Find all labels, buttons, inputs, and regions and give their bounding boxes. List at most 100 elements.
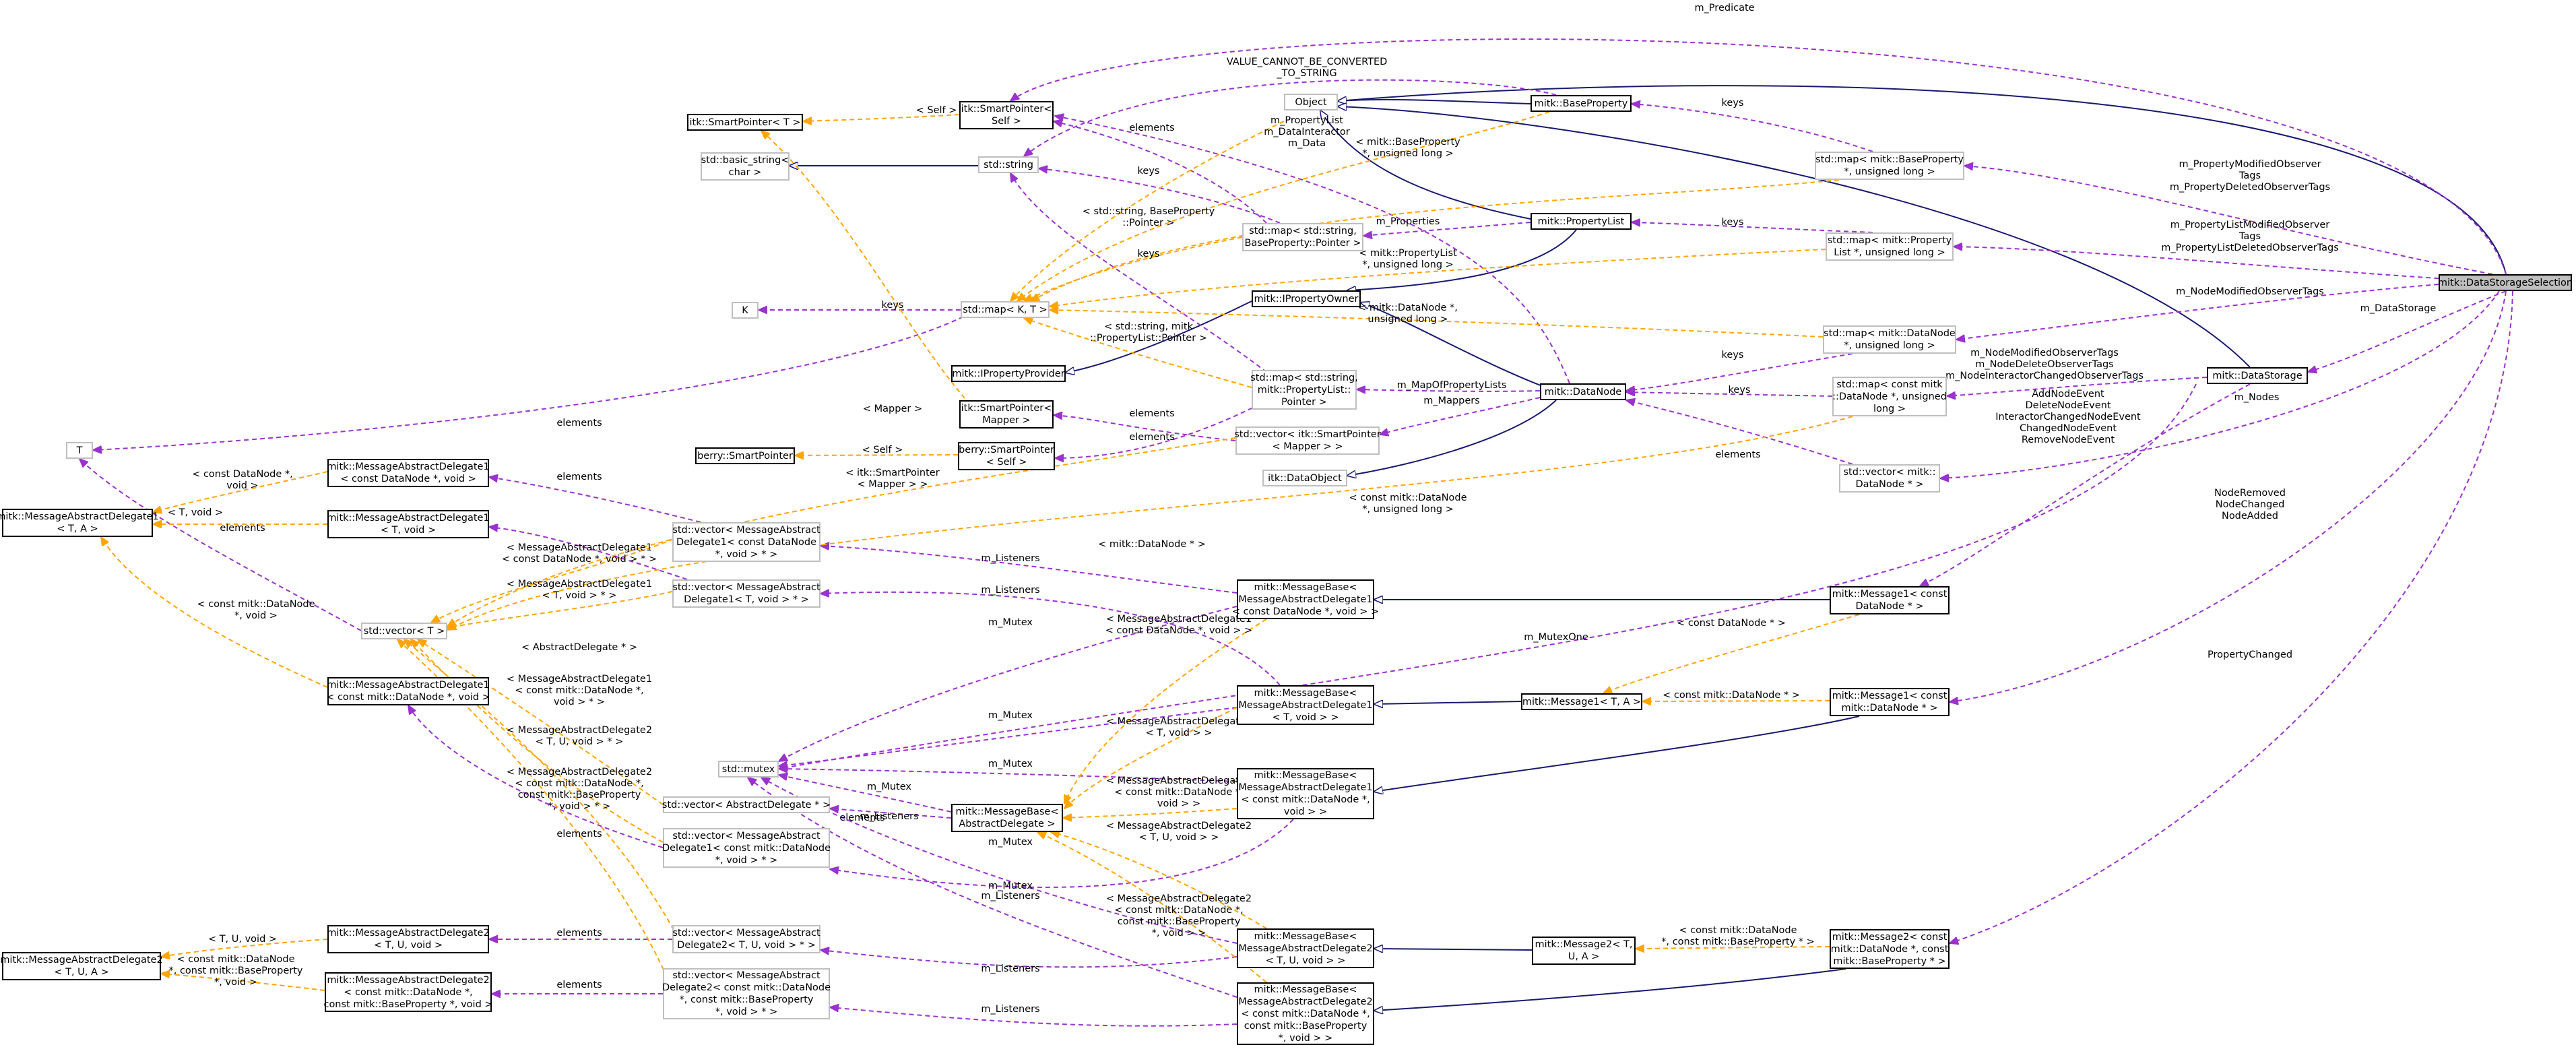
label-self-2: < Self >	[862, 445, 903, 455]
template-node-messageabstractdelegate2-t-u-a[interactable]: mitk::MessageAbstractDelegate2 < T, U, A…	[0, 952, 163, 980]
template-node-vector-abstractdelegate[interactable]: std::vector< AbstractDelegate * >	[662, 796, 831, 813]
template-node-message1-const-datanode[interactable]: mitk::Message1< const DataNode * >	[1830, 586, 1950, 614]
label-elements-1: elements	[1129, 123, 1174, 133]
label-m-nodemod: m_NodeModifiedObserverTags	[2176, 286, 2324, 297]
label-m-mutex-3: m_Mutex	[988, 759, 1033, 769]
edge-vec-t-mad1-tv	[447, 591, 673, 628]
edge-vec-mad2-cdn-bp-mb	[830, 1007, 1237, 1027]
edge-mb-ad-mb-mad1-cdn	[1064, 619, 1267, 804]
template-node-vector-mad1-const-datanode[interactable]: std::vector< MessageAbstract Delegate1< …	[672, 522, 820, 562]
label-t-baseprop-ul: < mitk::BaseProperty*, unsigned long >	[1355, 137, 1460, 159]
label-t-str-proplist: < std::string, mitk::PropertyList::Point…	[1090, 321, 1207, 344]
label-t-cdn-bp-v: < const mitk::DataNode*, const mitk::Bas…	[168, 954, 302, 988]
template-node-messageabstractdelegate2-t-u-void[interactable]: mitk::MessageAbstractDelegate2 < T, U, v…	[327, 925, 490, 953]
template-node-vector-smartpointer-mapper[interactable]: std::vector< itk::SmartPointer < Mapper …	[1234, 426, 1381, 455]
template-node-std-map-k-t[interactable]: std::map< K, T >	[961, 301, 1050, 318]
label-m-listeners-5: m_Listeners	[981, 963, 1039, 974]
label-value-cannot: VALUE_CANNOT_BE_CONVERTED_TO_STRING	[1227, 57, 1388, 79]
class-node-baseproperty[interactable]: mitk::BaseProperty	[1531, 95, 1632, 112]
template-node-message1-const-mitk-datanode[interactable]: mitk::Message1< const mitk::DataNode * >	[1830, 688, 1950, 716]
template-node-messagebase-mad2-t-u-void[interactable]: mitk::MessageBase< MessageAbstractDelega…	[1237, 928, 1374, 968]
edge-vec-mad1-cmdn-mb	[830, 819, 1294, 888]
template-node-vector-mad2-datanode-baseproperty[interactable]: std::vector< MessageAbstract Delegate2< …	[662, 968, 831, 1019]
label-t-mad1-tv: < MessageAbstractDelegate1< T, void > * …	[507, 579, 652, 601]
edge-map-proplist-ul-dss	[1954, 247, 2480, 282]
template-node-vector-mad2-t-u-void[interactable]: std::vector< MessageAbstract Delegate2< …	[672, 925, 820, 953]
template-node-message1-t-a[interactable]: mitk::Message1< T, A >	[1521, 693, 1642, 710]
class-node-datastorage[interactable]: mitk::DataStorage	[2207, 367, 2308, 384]
class-node-std-string[interactable]: std::string	[978, 156, 1039, 173]
label-elements-10: elements	[556, 928, 602, 939]
label-keys-7: keys	[1729, 385, 1751, 395]
class-node-datastorageselection[interactable]: mitk::DataStorageSelection	[2438, 274, 2573, 291]
edge-t-stdmap	[93, 316, 964, 450]
template-node-berry-smartpointer[interactable]: berry::SmartPointer	[695, 447, 795, 464]
class-node-datanode[interactable]: mitk::DataNode	[1540, 383, 1626, 400]
edge-mutex-ds	[779, 383, 2197, 769]
edge-baseprop-map-baseprop-ul	[1632, 104, 1873, 152]
label-t-mad1-cmdn-v: < MessageAbstractDelegate1< const mitk::…	[507, 674, 652, 707]
edge-stdstring-map-str-proplist	[1010, 173, 1274, 378]
template-node-map-propertylist-ulong[interactable]: std::map< mitk::Property List *, unsigne…	[1826, 232, 1954, 261]
edge-itksp-mapper-vec	[1054, 415, 1236, 441]
edge-value-cannot	[1024, 79, 1557, 156]
template-node-messagebase-mad1-t-void[interactable]: mitk::MessageBase< MessageAbstractDelega…	[1237, 685, 1374, 725]
label-t-tv1: < T, void >	[168, 507, 223, 518]
template-node-message2-t-u-a[interactable]: mitk::Message2< T, U, A >	[1532, 937, 1636, 965]
edge-mutex-mb-ad	[779, 775, 952, 813]
edge-mutex-mb-mad1-cmdn	[779, 769, 1237, 782]
template-node-itk-smartpointer-self[interactable]: itk::SmartPointer< Self >	[959, 101, 1054, 129]
template-node-map-datanode-ulong[interactable]: std::map< mitk::DataNode *, unsigned lon…	[1823, 325, 1956, 354]
template-node-messageabstractdelegate1-t-a[interactable]: mitk::MessageAbstractDelegate1 < T, A >	[0, 509, 159, 537]
template-node-message2-datanode-baseproperty[interactable]: mitk::Message2< const mitk::DataNode *, …	[1830, 929, 1950, 969]
template-node-itk-smartpointer-t[interactable]: itk::SmartPointer< T >	[687, 114, 803, 131]
template-node-std-vector-t[interactable]: std::vector< T >	[361, 623, 447, 639]
label-elements-3: elements	[1129, 408, 1174, 419]
label-t-mb-mad2-cdn-bp: < MessageAbstractDelegate2< const mitk::…	[1106, 893, 1252, 939]
edge-mutex-mb-mad2-cdn-bp	[748, 778, 1237, 998]
label-m-listeners-6: m_Listeners	[981, 1004, 1039, 1015]
edge-map-str-baseprop-proplist	[1363, 222, 1531, 236]
template-param-node-t[interactable]: T	[66, 442, 93, 459]
edge-datastorage-object	[1338, 106, 2251, 368]
template-node-messagebase-mad2-datanode-baseproperty[interactable]: mitk::MessageBase< MessageAbstractDelega…	[1237, 982, 1374, 1045]
class-node-ipropertyowner[interactable]: mitk::IPropertyOwner	[1252, 290, 1361, 307]
template-node-itk-smartpointer-mapper[interactable]: itk::SmartPointer< Mapper >	[959, 400, 1054, 429]
edge-map-str-proplist-datanode	[1357, 389, 1541, 391]
edge-mad2-tua-mad2-cdn-bp	[161, 974, 325, 991]
edge-datanode-vec-datanode	[1626, 400, 1853, 465]
template-node-messageabstractdelegate1-t-void[interactable]: mitk::MessageAbstractDelegate1 < T, void…	[327, 510, 490, 538]
template-node-berry-smartpointer-self[interactable]: berry::SmartPointer < Self >	[958, 442, 1055, 470]
template-node-vector-datanode[interactable]: std::vector< mitk:: DataNode * >	[1839, 464, 1940, 493]
template-param-node-k[interactable]: K	[732, 302, 759, 319]
class-node-itk-dataobject[interactable]: itk::DataObject	[1262, 470, 1347, 486]
class-node-propertylist[interactable]: mitk::PropertyList	[1531, 213, 1632, 230]
label-t-mdn: < mitk::DataNode * >	[1098, 539, 1206, 550]
template-node-map-baseproperty-ulong[interactable]: std::map< mitk::BaseProperty *, unsigned…	[1815, 152, 1964, 180]
template-node-map-const-datanode-ulong[interactable]: std::map< const mitk ::DataNode *, unsig…	[1832, 377, 1947, 416]
template-node-messageabstractdelegate1-const-mitk-datanode[interactable]: mitk::MessageAbstractDelegate1 < const m…	[326, 677, 490, 705]
class-node-std-mutex[interactable]: std::mutex	[718, 761, 779, 778]
template-node-map-string-baseproperty[interactable]: std::map< std::string, BaseProperty::Poi…	[1242, 223, 1363, 251]
edge-vec-t-itksp-mapper	[447, 437, 1236, 627]
label-elements-2: elements	[556, 418, 602, 429]
label-m-listeners-1: m_Listeners	[981, 553, 1039, 564]
class-node-ipropertyprovider[interactable]: mitk::IPropertyProvider	[951, 365, 1066, 382]
label-m-properties: m_Properties	[1376, 216, 1440, 227]
template-node-vector-mad1-t-void[interactable]: std::vector< MessageAbstract Delegate1< …	[672, 579, 820, 608]
template-node-vector-mad1-const-mitk-datanode[interactable]: std::vector< MessageAbstract Delegate1< …	[662, 828, 831, 868]
template-node-messagebase-mad1-const-mitk-datanode[interactable]: mitk::MessageBase< MessageAbstractDelega…	[1237, 768, 1374, 819]
template-node-messagebase-mad1-const-datanode[interactable]: mitk::MessageBase< MessageAbstractDelega…	[1232, 579, 1379, 619]
edge-proplist-object	[1320, 110, 1531, 220]
label-keys-2: keys	[1138, 249, 1160, 259]
template-node-messagebase-abstractdelegate[interactable]: mitk::MessageBase< AbstractDelegate >	[951, 804, 1063, 832]
template-node-messageabstractdelegate1-const-datanode[interactable]: mitk::MessageAbstractDelegate1 < const D…	[327, 459, 490, 487]
template-node-map-string-propertylist[interactable]: std::map< std::string, mitk::PropertyLis…	[1250, 370, 1358, 410]
label-t-cdn-v: < const DataNode *,void >	[192, 469, 293, 491]
template-node-basic-string[interactable]: std::basic_string< char >	[701, 152, 790, 181]
edge-map-baseprop-ul-dss	[1964, 166, 2493, 275]
class-node-object[interactable]: Object	[1284, 94, 1338, 110]
template-node-messageabstractdelegate2-datanode-baseproperty[interactable]: mitk::MessageAbstractDelegate2 < const m…	[323, 972, 493, 1012]
